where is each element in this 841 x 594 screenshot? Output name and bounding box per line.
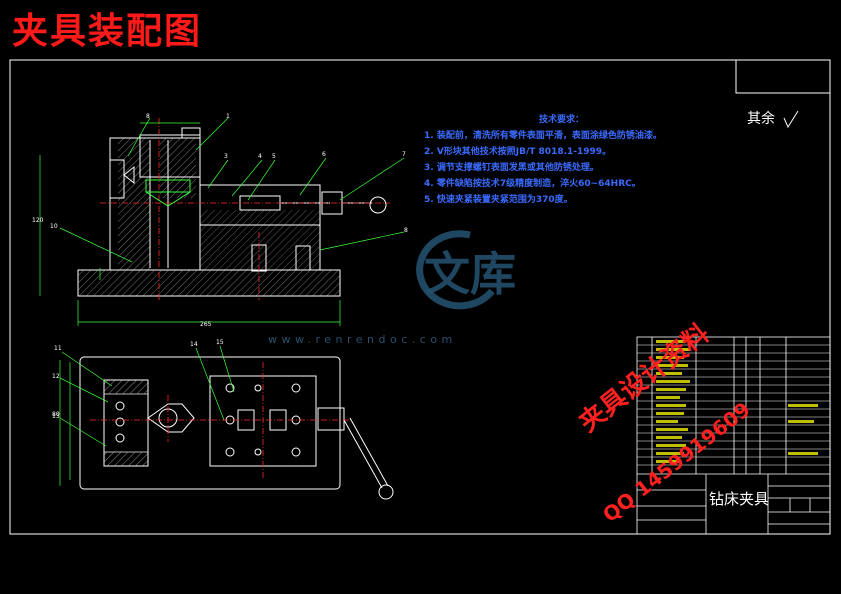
svg-text:80: 80 [52, 411, 60, 418]
top-view-dimensions [59, 360, 71, 486]
watermark-logo-icon [416, 230, 495, 310]
watermark-brand: 文库 [424, 247, 516, 301]
svg-text:7: 7 [402, 151, 406, 158]
front-view-dimensions [39, 122, 341, 326]
svg-text:15: 15 [216, 339, 224, 346]
svg-text:13: 13 [52, 413, 60, 420]
svg-text:8: 8 [404, 227, 408, 234]
requirement-item: 5. 快速夹紧装置夹紧范围为370度。 [424, 195, 573, 205]
svg-text:4: 4 [258, 153, 262, 160]
svg-text:8: 8 [146, 113, 150, 120]
technical-requirements: 技术要求： 1. 装配前，清洗所有零件表面平滑，表面涂绿色防锈油漆。 2. V形… [424, 112, 662, 208]
requirement-item: 2. V形块其他技术按照JB/T 8018.1-1999。 [424, 147, 612, 157]
corner-box [735, 59, 831, 94]
svg-text:11: 11 [54, 345, 62, 352]
front-view-balloons: 8 1 3 4 5 6 7 8 10 265 120 [32, 113, 408, 328]
drawing-title: 夹具装配图 [12, 11, 203, 52]
title-block-part-name: 钻床夹具 [709, 490, 770, 508]
svg-text:5: 5 [272, 153, 276, 160]
svg-text:14: 14 [190, 341, 198, 348]
front-view [77, 127, 387, 297]
drawing-frame [9, 59, 831, 535]
top-view-leaders [59, 345, 235, 447]
svg-text:6: 6 [322, 151, 326, 158]
front-view-centerlines [100, 118, 390, 300]
requirement-item: 3. 调节支撑螺钉表面发黑或其他防锈处理。 [424, 163, 599, 173]
svg-text:1: 1 [226, 113, 230, 120]
v-block [145, 179, 191, 207]
roughness-symbol-icon [783, 110, 799, 129]
parts-list [636, 336, 831, 535]
top-view-balloons: 11 12 13 14 15 80 [52, 339, 224, 420]
roughness-note: 其余 [747, 111, 775, 127]
watermark-site: www.renrendoc.com [268, 333, 457, 346]
requirement-item: 1. 装配前，清洗所有零件表面平滑，表面涂绿色防锈油漆。 [424, 131, 662, 141]
top-view [79, 356, 394, 500]
requirements-heading: 技术要求： [539, 115, 585, 125]
parts-list-rows [637, 344, 830, 466]
top-view-centerlines [90, 362, 350, 478]
parts-list-fill-marks [656, 340, 818, 463]
svg-text:265: 265 [200, 321, 212, 328]
svg-text:3: 3 [224, 153, 228, 160]
svg-text:10: 10 [50, 223, 58, 230]
svg-text:120: 120 [32, 217, 44, 224]
svg-text:12: 12 [52, 373, 60, 380]
requirement-item: 4. 零件缺陷按技术7级精度制造，淬火60~64HRC。 [424, 179, 641, 189]
front-view-leaders [59, 117, 405, 263]
